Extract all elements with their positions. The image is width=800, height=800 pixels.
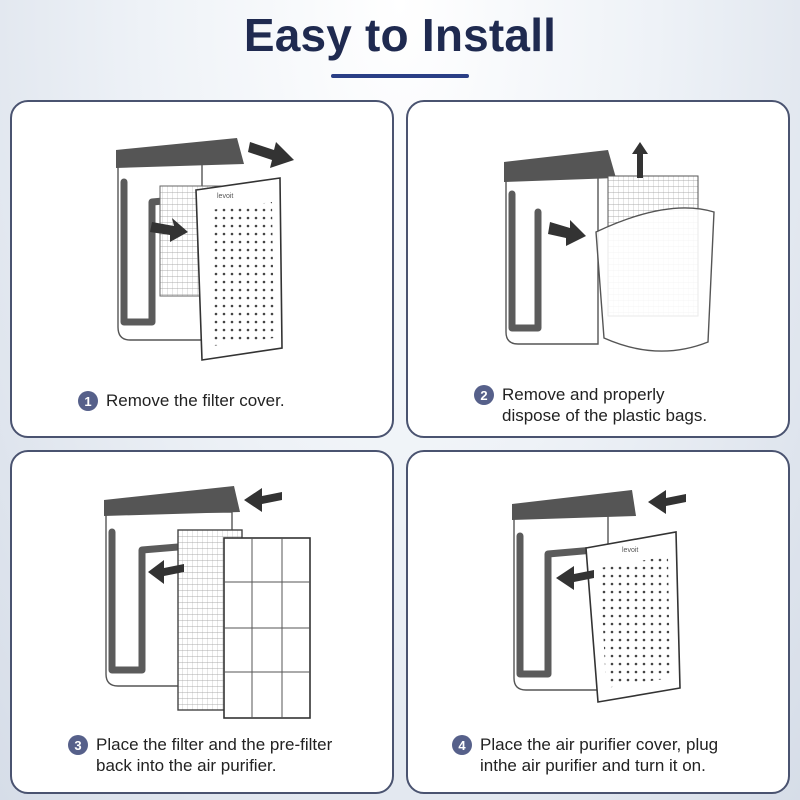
brand-label: levoit	[217, 193, 233, 200]
step-text-line: Place the air purifier cover, plug	[480, 735, 719, 754]
title-underline	[331, 74, 469, 78]
arrow-icon	[556, 566, 594, 590]
step-text-line: Remove the filter cover.	[106, 391, 285, 410]
step-2: 2 Remove and properly dispose of the pla…	[474, 384, 707, 426]
step-text: Place the air purifier cover, plug inthe…	[480, 734, 718, 776]
step-text: Place the filter and the pre-filter back…	[96, 734, 332, 776]
arrow-icon	[244, 488, 282, 512]
step-number-badge: 1	[78, 391, 98, 411]
step-card-2: 2 Remove and properly dispose of the pla…	[406, 100, 790, 438]
arrow-icon	[148, 560, 184, 584]
air-purifier-illustration	[504, 142, 715, 352]
air-purifier-illustration: levoit	[512, 490, 686, 703]
step-card-4: levoit 4 Place the air purifier cover, p…	[406, 450, 790, 794]
air-purifier-illustration	[104, 486, 311, 719]
step-text-line: back into the air purifier.	[96, 756, 277, 775]
arrow-icon	[648, 490, 686, 514]
step-text: Remove and properly dispose of the plast…	[502, 384, 707, 426]
air-purifier-illustration: levoit	[116, 138, 294, 361]
page-title: Easy to Install	[243, 9, 557, 61]
arrow-icon	[632, 142, 648, 178]
step-number-badge: 2	[474, 385, 494, 405]
step-4: 4 Place the air purifier cover, plug int…	[452, 734, 718, 776]
arrow-icon	[248, 142, 294, 168]
step-card-3: 3 Place the filter and the pre-filter ba…	[10, 450, 394, 794]
arrow-icon	[548, 220, 586, 246]
step-3: 3 Place the filter and the pre-filter ba…	[68, 734, 332, 776]
step-1: 1 Remove the filter cover.	[78, 390, 285, 411]
step-text: Remove the filter cover.	[106, 390, 285, 411]
step-number-badge: 3	[68, 735, 88, 755]
brand-label: levoit	[622, 547, 638, 554]
step-card-1: levoit 1 Remove the filter cover.	[10, 100, 394, 438]
step-text-line: dispose of the plastic bags.	[502, 406, 708, 425]
step-text-line: Place the filter and the pre-filter	[96, 735, 333, 754]
step-text-line: Remove and properly	[502, 385, 665, 404]
step-number-badge: 4	[452, 735, 472, 755]
arrow-icon	[150, 218, 188, 242]
step-text-line: inthe air purifier and turn it on.	[480, 756, 706, 775]
